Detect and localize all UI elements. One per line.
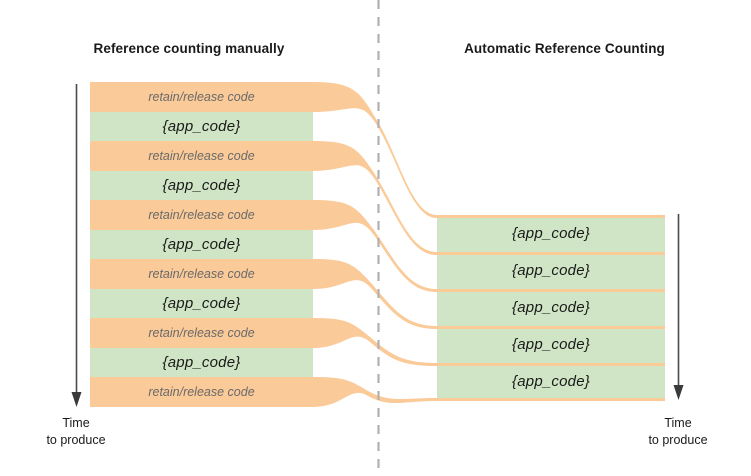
bar-label: retain/release code (148, 266, 255, 281)
bar-label: {app_code} (162, 117, 241, 135)
bar-app-arc-3: {app_code} (437, 289, 665, 326)
bar-label: {app_code} (162, 235, 241, 253)
bar-label: retain/release code (148, 325, 255, 340)
bar-app-arc-4: {app_code} (437, 326, 665, 363)
bar-label: {app_code} (512, 225, 590, 242)
bar-app-3: {app_code} (90, 229, 313, 259)
retain-flow-ribbon-3 (313, 200, 437, 292)
arc-stack: {app_code} {app_code} {app_code} {app_co… (437, 215, 665, 401)
time-caption-left: Time to produce (16, 415, 136, 449)
time-caption-right: Time to produce (618, 415, 738, 449)
bar-label: {app_code} (162, 294, 241, 312)
row-separator-3 (437, 326, 665, 329)
bar-retain-4: retain/release code (90, 259, 313, 289)
manual-stack: retain/release code {app_code} retain/re… (90, 82, 313, 407)
time-arrow-right (673, 214, 684, 400)
row-separator-bottom (437, 398, 665, 401)
bar-retain-1: retain/release code (90, 82, 313, 112)
bar-app-4: {app_code} (90, 288, 313, 318)
bar-app-arc-1: {app_code} (437, 215, 665, 252)
bar-label: {app_code} (512, 299, 590, 316)
row-separator-1 (437, 252, 665, 255)
row-separator-4 (437, 363, 665, 366)
bar-retain-6: retain/release code (90, 377, 313, 407)
bar-label: {app_code} (512, 373, 590, 390)
column-title-arc: Automatic Reference Counting (464, 41, 665, 56)
time-caption-left-line2: to produce (46, 432, 106, 447)
row-separator-2 (437, 289, 665, 292)
bar-label: retain/release code (148, 89, 255, 104)
bar-label: {app_code} (512, 262, 590, 279)
bar-app-1: {app_code} (90, 111, 313, 141)
bar-app-5: {app_code} (90, 347, 313, 377)
bar-label: {app_code} (162, 353, 241, 371)
time-caption-right-line2: to produce (648, 432, 708, 447)
bar-retain-5: retain/release code (90, 318, 313, 348)
row-separator-top (437, 215, 665, 218)
retain-flow-ribbons (313, 82, 437, 407)
time-caption-left-line1: Time (62, 416, 90, 430)
bar-retain-3: retain/release code (90, 200, 313, 230)
bar-app-arc-2: {app_code} (437, 252, 665, 289)
bar-label: {app_code} (512, 336, 590, 353)
time-arrow-left (71, 84, 82, 407)
bar-retain-2: retain/release code (90, 141, 313, 171)
retain-flow-ribbon-4 (313, 259, 437, 329)
retain-flow-ribbon-2 (313, 141, 437, 255)
bar-label: retain/release code (148, 384, 255, 399)
bar-label: retain/release code (148, 207, 255, 222)
time-caption-right-line1: Time (664, 416, 692, 430)
retain-flow-ribbon-1 (313, 82, 437, 218)
bar-label: {app_code} (162, 176, 241, 194)
retain-flow-ribbon-6 (313, 377, 437, 407)
bar-app-2: {app_code} (90, 170, 313, 200)
column-title-manual: Reference counting manually (93, 41, 285, 56)
bar-app-arc-5: {app_code} (437, 363, 665, 400)
retain-flow-ribbon-5 (313, 318, 437, 366)
bar-label: retain/release code (148, 148, 255, 163)
